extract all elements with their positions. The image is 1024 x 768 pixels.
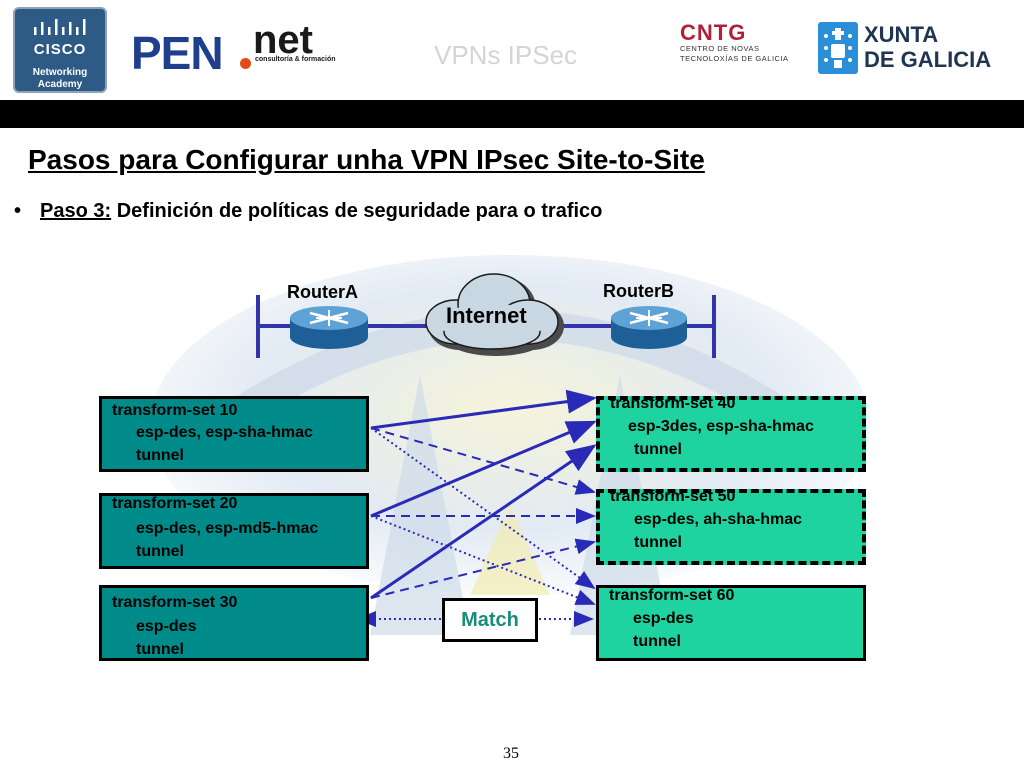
transform-set-mode: tunnel [634, 534, 682, 551]
pen-net-logo: PEN net consultoría & formación [131, 18, 353, 82]
cisco-bars-icon [34, 19, 86, 35]
transform-set-name: transform-set 20 [112, 495, 238, 512]
slide-title: Pasos para Configurar unha VPN IPsec Sit… [28, 144, 705, 175]
transform-set-name: transform-set 50 [610, 488, 736, 505]
cisco-networking-academy-logo: CISCO Networking Academy [13, 7, 107, 93]
header-divider-bar [0, 100, 1024, 128]
transform-set-mode: tunnel [136, 447, 184, 464]
xunta-de-galicia-logo: XUNTA DE GALICIA [818, 22, 994, 74]
transform-set-60-box: transform-set 60 esp-des tunnel [596, 585, 866, 661]
transform-set-transforms: esp-des, esp-sha-hmac [136, 424, 313, 441]
transform-set-name: transform-set 10 [112, 402, 238, 419]
internet-label: Internet [446, 303, 527, 328]
pen-wordmark: PEN [131, 27, 224, 79]
router-a-icon [290, 306, 368, 349]
transform-set-30-box: transform-set 30 esp-des tunnel [99, 585, 369, 661]
pen-tagline: consultoría & formación [255, 56, 336, 63]
transform-set-name: transform-set 30 [112, 594, 238, 611]
transform-set-mode: tunnel [634, 441, 682, 458]
transform-set-name: transform-set 40 [610, 395, 736, 412]
step-label: Paso 3: [40, 200, 112, 222]
step-text: Definición de políticas de seguridade pa… [111, 200, 603, 222]
transform-set-transforms: esp-des [136, 618, 197, 635]
page-number: 35 [503, 745, 519, 762]
transform-set-transforms: esp-des, esp-md5-hmac [136, 520, 319, 537]
transform-set-10-box: transform-set 10 esp-des, esp-sha-hmac t… [99, 396, 369, 472]
transform-set-mode: tunnel [136, 641, 184, 658]
xunta-shield-icon [818, 22, 858, 74]
transform-set-name: transform-set 60 [609, 587, 735, 604]
net-wordmark: net [253, 18, 313, 62]
transform-set-transforms: esp-des [633, 610, 694, 627]
cntg-logo: CNTG CENTRO DE NOVAS TECNOLOXÍAS DE GALI… [678, 20, 798, 80]
bullet-item: • Paso 3: Definición de políticas de segu… [14, 200, 602, 223]
internet-cloud-icon [425, 273, 564, 356]
bullet-marker: • [14, 200, 22, 222]
cisco-wordmark: CISCO [33, 41, 87, 58]
pen-dot-icon [240, 58, 251, 69]
transform-set-transforms: esp-des, ah-sha-hmac [634, 511, 803, 528]
router-b-label: RouterB [603, 281, 674, 301]
transform-set-mode: tunnel [136, 543, 184, 560]
cntg-text: CENTRO DE NOVAS TECNOLOXÍAS DE GALICIA [680, 44, 789, 63]
transform-set-transforms: esp-3des, esp-sha-hmac [628, 418, 814, 435]
transform-set-40-box: transform-set 40 esp-3des, esp-sha-hmac … [596, 395, 866, 472]
router-b-icon [611, 306, 687, 349]
header-title: VPNs IPSec [434, 40, 578, 70]
transform-set-mode: tunnel [633, 633, 681, 650]
cisco-academy-text: Networking Academy [32, 67, 88, 90]
cntg-mark: CNTG [680, 20, 747, 45]
match-label-box: Match [442, 598, 538, 642]
transform-set-50-box: transform-set 50 esp-des, ah-sha-hmac tu… [596, 488, 866, 565]
router-a-label: RouterA [287, 282, 358, 302]
transform-set-20-box: transform-set 20 esp-des, esp-md5-hmac t… [99, 493, 369, 569]
xunta-wordmark: XUNTA DE GALICIA [864, 22, 992, 72]
